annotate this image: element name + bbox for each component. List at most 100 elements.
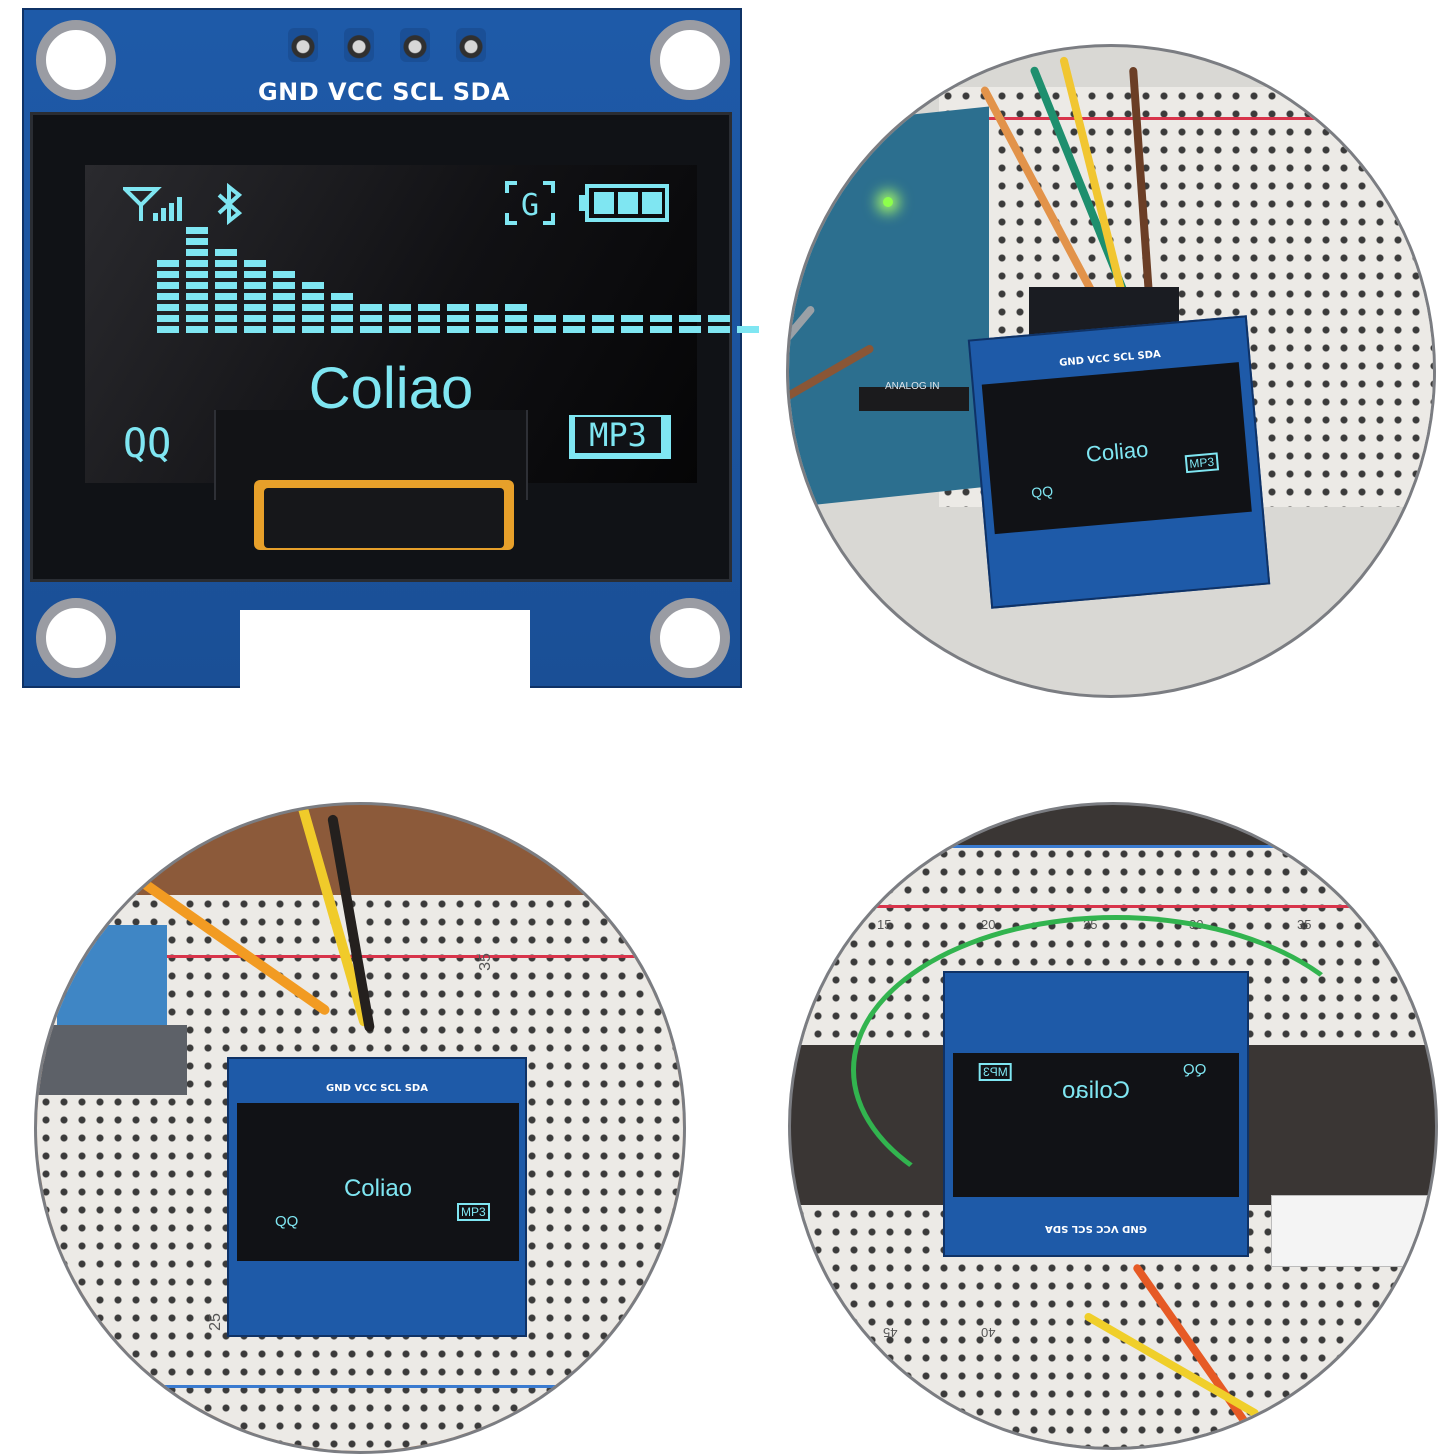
equalizer-segment [273,293,295,300]
equalizer-segment [679,326,701,333]
rail-red [791,905,1435,908]
analog-in-label: ANALOG IN [885,381,940,392]
equalizer-segment [157,282,179,289]
equalizer-segment [186,293,208,300]
equalizer-segment [215,271,237,278]
equalizer-segment [186,304,208,311]
equalizer-segment [157,293,179,300]
sensor-pcb [37,1025,187,1095]
equalizer-segment [331,293,353,300]
photo-breadboard-dht: 35 25 GND VCC SCL SDA Coliao QQ MP3 [34,802,686,1454]
equalizer-segment [273,282,295,289]
equalizer-segment [215,326,237,333]
equalizer-segment [592,326,614,333]
equalizer-segment [418,304,440,311]
mounting-hole [650,598,730,678]
equalizer-segment [447,304,469,311]
equalizer-segment [476,304,498,311]
header-pin [400,28,430,62]
row-number: 45 [883,1325,898,1340]
equalizer-segment [505,304,527,311]
equalizer-segment [157,326,179,333]
equalizer-segment [389,326,411,333]
arduino-board [789,106,989,508]
g-sensor-icon: G [505,181,555,225]
mp3-label: MP3 [575,417,661,453]
row-number: 40 [981,1325,996,1340]
equalizer-segment [244,282,266,289]
equalizer-segment [157,260,179,267]
equalizer-segment [505,326,527,333]
mounting-hole [36,20,116,100]
photo-arduino-setup: ANALOG IN GND VCC SCL SDA Coliao QQ MP3 [786,44,1436,698]
signal-icon [123,187,182,221]
equalizer-bars [157,227,759,337]
equalizer-segment [389,304,411,311]
equalizer-segment [331,315,353,322]
mini-pin-labels: GND VCC SCL SDA [326,1083,428,1094]
equalizer-segment [244,315,266,322]
equalizer-segment [563,315,585,322]
wire-green [851,915,1381,1225]
equalizer-segment [476,315,498,322]
mini-oled-module: GND VCC SCL SDA Coliao QQ MP3 [227,1057,527,1337]
equalizer-segment [302,315,324,322]
mini-mp3: MP3 [1184,452,1219,474]
mini-screen: Coliao QQ MP3 [237,1103,519,1261]
equalizer-segment [273,326,295,333]
header-pin [288,28,318,62]
equalizer-segment [244,293,266,300]
equalizer-segment [679,315,701,322]
mounting-hole [36,598,116,678]
equalizer-segment [476,326,498,333]
sensor-white [1271,1195,1435,1267]
equalizer-segment [215,304,237,311]
row-number: 25 [206,1313,224,1331]
equalizer-segment [621,315,643,322]
header-pin [456,28,486,62]
equalizer-segment [186,315,208,322]
equalizer-segment [157,271,179,278]
equalizer-segment [215,315,237,322]
bluetooth-icon [217,183,243,225]
mini-qq: QQ [1030,482,1054,501]
equalizer-segment [621,326,643,333]
equalizer-segment [708,326,730,333]
equalizer-segment [360,326,382,333]
equalizer-segment [302,304,324,311]
mini-qq: QQ [275,1213,299,1230]
power-led [883,197,893,207]
equalizer-segment [389,315,411,322]
equalizer-segment [273,271,295,278]
equalizer-segment [592,315,614,322]
equalizer-segment [186,238,208,245]
arduino-header [859,387,969,411]
mini-title: Coliao [343,1175,413,1202]
mounting-hole [650,20,730,100]
photo-breadboard-inverted: 15 20 25 30 35 45 40 Coliao QQ MP3 GND V… [788,802,1438,1450]
flex-cable-cover [264,488,504,548]
qq-label: QQ [123,421,172,467]
col-number: 35 [1297,917,1312,932]
pin-labels: GND VCC SCL SDA [257,78,511,106]
equalizer-segment [302,293,324,300]
equalizer-segment [244,260,266,267]
col-number: 15 [877,917,892,932]
equalizer-segment [302,326,324,333]
equalizer-segment [708,315,730,322]
equalizer-segment [447,326,469,333]
equalizer-segment [447,315,469,322]
mp3-badge: MP3 [569,415,671,459]
equalizer-segment [244,271,266,278]
equalizer-segment [360,304,382,311]
equalizer-segment [534,326,556,333]
equalizer-segment [650,315,672,322]
battery-icon [579,184,669,222]
equalizer-segment [273,315,295,322]
equalizer-segment [215,260,237,267]
rail-blue [37,1385,683,1388]
equalizer-segment [186,227,208,234]
col-number: 20 [981,917,996,932]
rail-blue [791,845,1435,848]
equalizer-segment [215,249,237,256]
